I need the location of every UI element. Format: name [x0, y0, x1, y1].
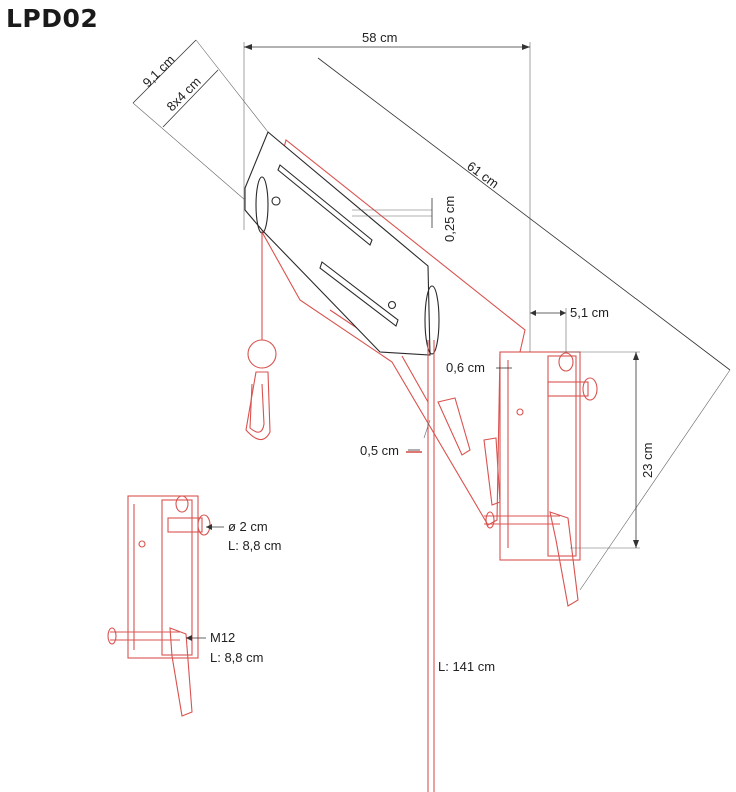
- bolt-length-label: L: 8,8 cm: [210, 650, 263, 665]
- cable-hook: [245, 371, 271, 441]
- bracket-pin-top: [558, 352, 574, 372]
- side-plate-hole-right: [387, 300, 397, 310]
- dim-label-0-25cm: 0,25 cm: [442, 196, 457, 242]
- product-title: LPD02: [6, 4, 99, 33]
- dim-label-8x4cm: 8x4 cm: [164, 74, 204, 114]
- dim-label-23cm: 23 cm: [640, 443, 655, 478]
- cable-length-label: L: 141 cm: [438, 659, 495, 674]
- dim-label-9-1cm: 9,1 cm: [140, 52, 178, 90]
- dim-label-58cm: 58 cm: [362, 30, 397, 45]
- bolt-thread-label: M12: [210, 630, 235, 645]
- dim-label-0-6cm: 0,6 cm: [446, 360, 485, 375]
- pin-length-label: L: 8,8 cm: [228, 538, 281, 553]
- dim-label-5-1cm: 5,1 cm: [570, 305, 609, 320]
- pulley-wheel: [424, 285, 440, 355]
- wall-arm-assembly: [244, 131, 598, 792]
- side-plate-slot-top: [277, 164, 373, 246]
- cable-ball: [247, 339, 277, 369]
- bracket-clamp-lever: [549, 511, 579, 607]
- dim-label-0-5cm: 0,5 cm: [360, 443, 399, 458]
- arm-triangular-cutout: [437, 397, 471, 456]
- dim-label-61cm: 61 cm: [464, 158, 501, 191]
- side-plate-slot-bottom: [319, 261, 399, 327]
- detached-bracket: [107, 495, 211, 717]
- dimensions: [132, 39, 731, 641]
- pin-diameter-label: ø 2 cm: [228, 519, 268, 534]
- wall-bracket: [499, 351, 581, 561]
- side-plate-hole-left: [271, 196, 281, 206]
- arm-side-plate: [244, 131, 431, 356]
